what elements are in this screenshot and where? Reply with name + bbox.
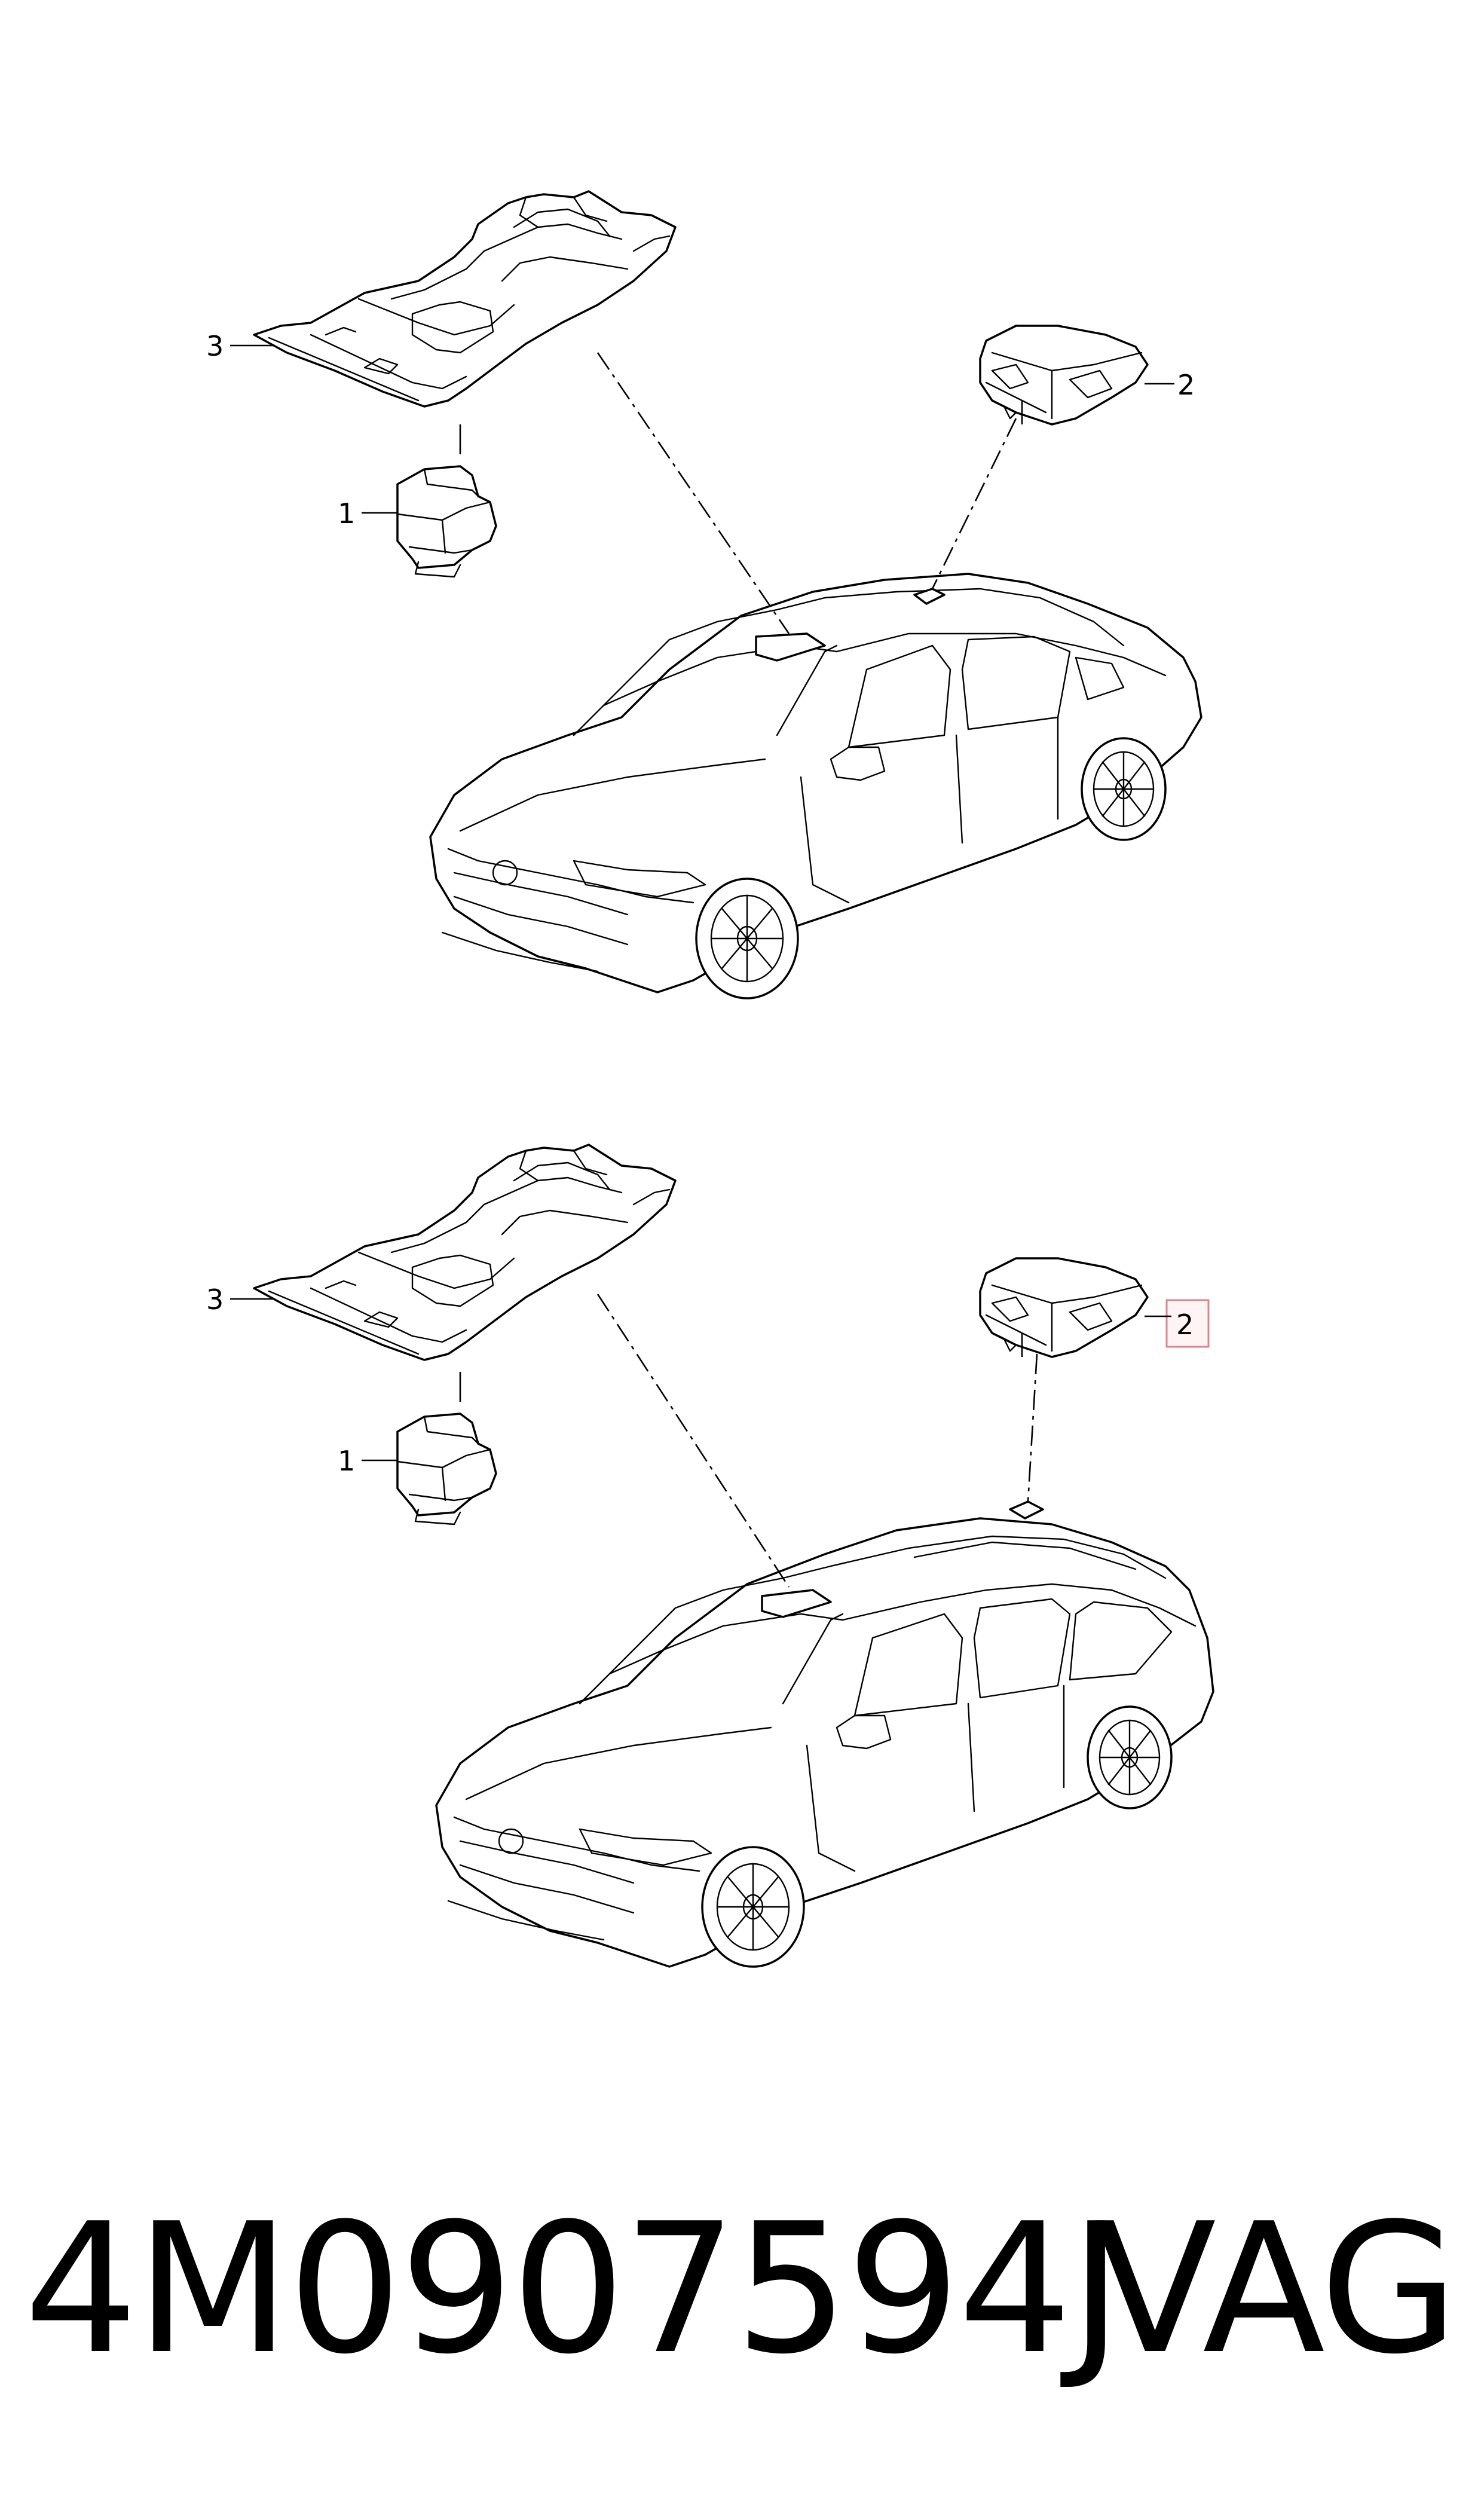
- control-unit: [979, 1257, 1149, 1358]
- callout-label: 2: [1176, 1309, 1194, 1341]
- callout-2-highlighted: 2: [1145, 1299, 1210, 1348]
- callout-3: 3: [206, 1283, 275, 1316]
- overhead-console-housing: [253, 1144, 677, 1361]
- callout-3: 3: [206, 330, 275, 362]
- callout-2: 2: [1145, 369, 1195, 401]
- overhead-console-housing: [253, 190, 677, 408]
- connector-line: [596, 1294, 790, 1588]
- connector-line: [931, 418, 1017, 589]
- callout-1: 1: [338, 497, 397, 530]
- part-number: 4M0907594J: [24, 2185, 1122, 2393]
- control-unit: [979, 325, 1149, 426]
- switch-module: [396, 1413, 497, 1526]
- callout-label: 3: [206, 330, 224, 362]
- connector-line: [1027, 1353, 1038, 1502]
- callout-label: 2: [1177, 369, 1195, 401]
- callout-label: 1: [338, 1445, 355, 1477]
- sedan-car: [429, 573, 1203, 999]
- diagram-estate: 3 1 2: [206, 1144, 1214, 1968]
- connector-line: [596, 352, 790, 634]
- callout-highlight-box: [1165, 1299, 1210, 1348]
- diagram-sedan: 3 1 2: [206, 190, 1203, 999]
- parts-diagram: 3 1 2: [206, 190, 1214, 1968]
- estate-car: [435, 1500, 1214, 1968]
- brand-label: VAG: [1094, 2185, 1458, 2393]
- callout-label: 3: [206, 1283, 224, 1316]
- callout-label: 1: [338, 497, 355, 530]
- callout-1: 1: [338, 1445, 397, 1477]
- switch-module: [396, 465, 497, 578]
